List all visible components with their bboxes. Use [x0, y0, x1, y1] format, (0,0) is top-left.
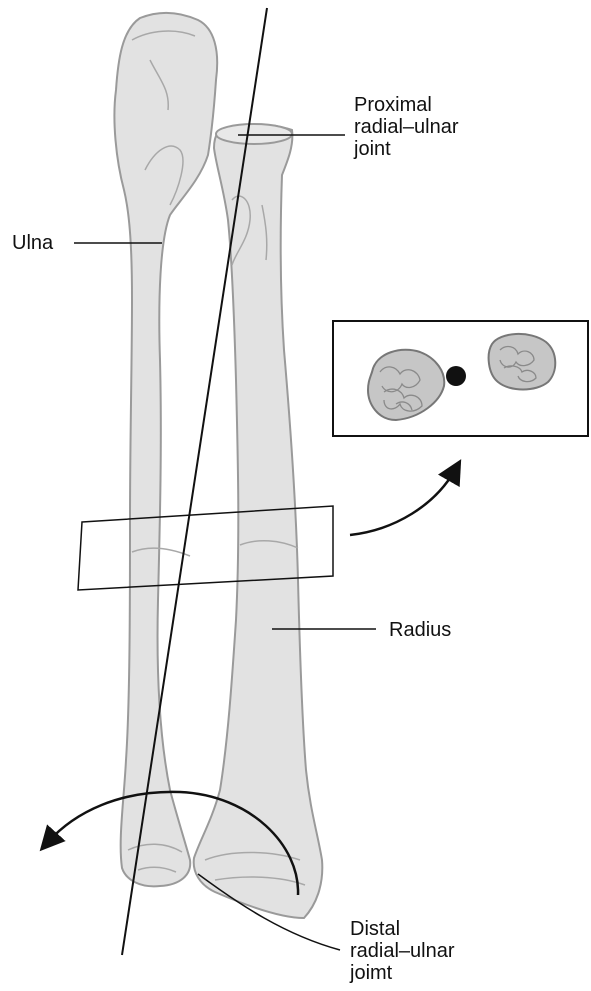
radius-head-top — [216, 124, 292, 144]
axis-point-marker — [446, 366, 466, 386]
ulna-label: Ulna — [12, 232, 53, 254]
radius-bone — [194, 125, 323, 918]
distal-joint-label-line-2: radial–ulnar — [350, 940, 455, 962]
proximal-joint-label-line-2: radial–ulnar — [354, 116, 459, 138]
distal-joint-label-line-3: joimt — [350, 962, 455, 984]
distal-joint-label-line-1: Distal — [350, 918, 455, 940]
section-to-inset-arrow — [350, 470, 455, 535]
proximal-joint-label-line-3: joint — [354, 138, 459, 160]
radius-label: Radius — [389, 619, 451, 641]
ulna-bone — [114, 13, 217, 886]
proximal-joint-label: Proximal radial–ulnar joint — [354, 94, 459, 160]
distal-joint-label: Distal radial–ulnar joimt — [350, 918, 455, 984]
proximal-joint-label-line-1: Proximal — [354, 94, 459, 116]
